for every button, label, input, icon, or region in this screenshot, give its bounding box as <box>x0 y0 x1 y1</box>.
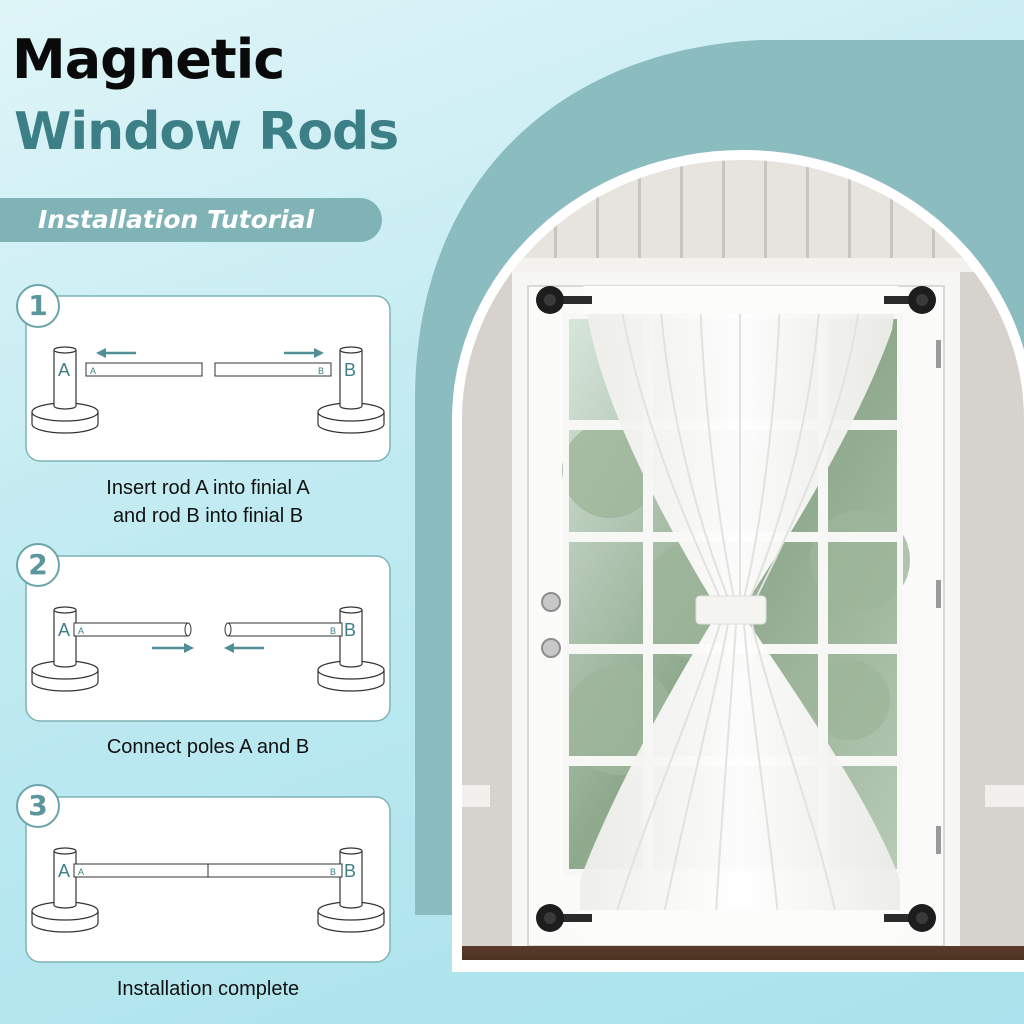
finial-a-label: A <box>58 620 70 640</box>
rod-a-mark: A <box>90 366 96 376</box>
step-3-badge: 3 <box>16 784 60 828</box>
step-1-caption: Insert rod A into finial A and rod B int… <box>30 474 386 530</box>
finial-b-label: B <box>344 360 356 380</box>
finial-b <box>317 346 385 434</box>
title-window-rods: Window Rods <box>14 102 399 162</box>
rod-a-mark: A <box>78 626 84 636</box>
rod-a <box>85 362 203 377</box>
curtain-tieback <box>695 595 767 625</box>
finial-a <box>31 346 99 434</box>
arrow-left-icon <box>96 348 136 358</box>
magnet-bracket-icon <box>536 904 592 932</box>
step-2-caption: Connect poles A and B <box>30 733 386 761</box>
installation-tutorial-label: Installation Tutorial <box>38 205 315 234</box>
step-3-caption-line-1: Installation complete <box>116 978 300 1000</box>
rod-b <box>214 362 332 377</box>
step-1-badge: 1 <box>16 284 60 328</box>
finial-b-label: B <box>344 620 356 640</box>
step-3-caption: Installation complete <box>30 975 386 1003</box>
magnet-bracket-icon <box>536 286 592 314</box>
title-magnetic: Magnetic <box>12 28 285 91</box>
step-2-panel: A B A B <box>25 555 391 722</box>
step-1-caption-line-2: and rod B into finial B <box>112 505 304 527</box>
arrow-right-icon <box>152 643 194 653</box>
arrow-right-icon <box>284 348 324 358</box>
magnet-bracket-icon <box>884 286 936 314</box>
rod-a <box>73 863 211 878</box>
rod-b-mark: B <box>330 867 336 877</box>
arrow-left-icon <box>224 643 264 653</box>
rod-b-mark: B <box>330 626 336 636</box>
magnet-bracket-icon <box>884 904 936 932</box>
curtain-panel-lower <box>580 622 900 938</box>
rod-b <box>207 863 343 878</box>
installation-tutorial-banner: Installation Tutorial <box>0 198 382 242</box>
finial-b-label: B <box>344 861 356 881</box>
step-2-caption-line-1: Connect poles A and B <box>106 736 310 758</box>
rod-b <box>224 622 343 637</box>
finial-a-label: A <box>58 861 70 881</box>
rod-b-mark: B <box>318 366 324 376</box>
finial-a <box>31 606 99 692</box>
door-photo <box>462 160 1024 960</box>
step-3-panel: A B A B <box>25 796 391 963</box>
step-1-panel: A B A B <box>25 295 391 462</box>
finial-a-label: A <box>58 360 70 380</box>
step-1-caption-line-1: Insert rod A into finial A <box>106 477 310 499</box>
rod-a <box>73 622 192 637</box>
finial-b <box>317 847 385 933</box>
finial-a <box>31 847 99 933</box>
rod-a-mark: A <box>78 867 84 877</box>
finial-b <box>317 606 385 692</box>
step-2-badge: 2 <box>16 543 60 587</box>
